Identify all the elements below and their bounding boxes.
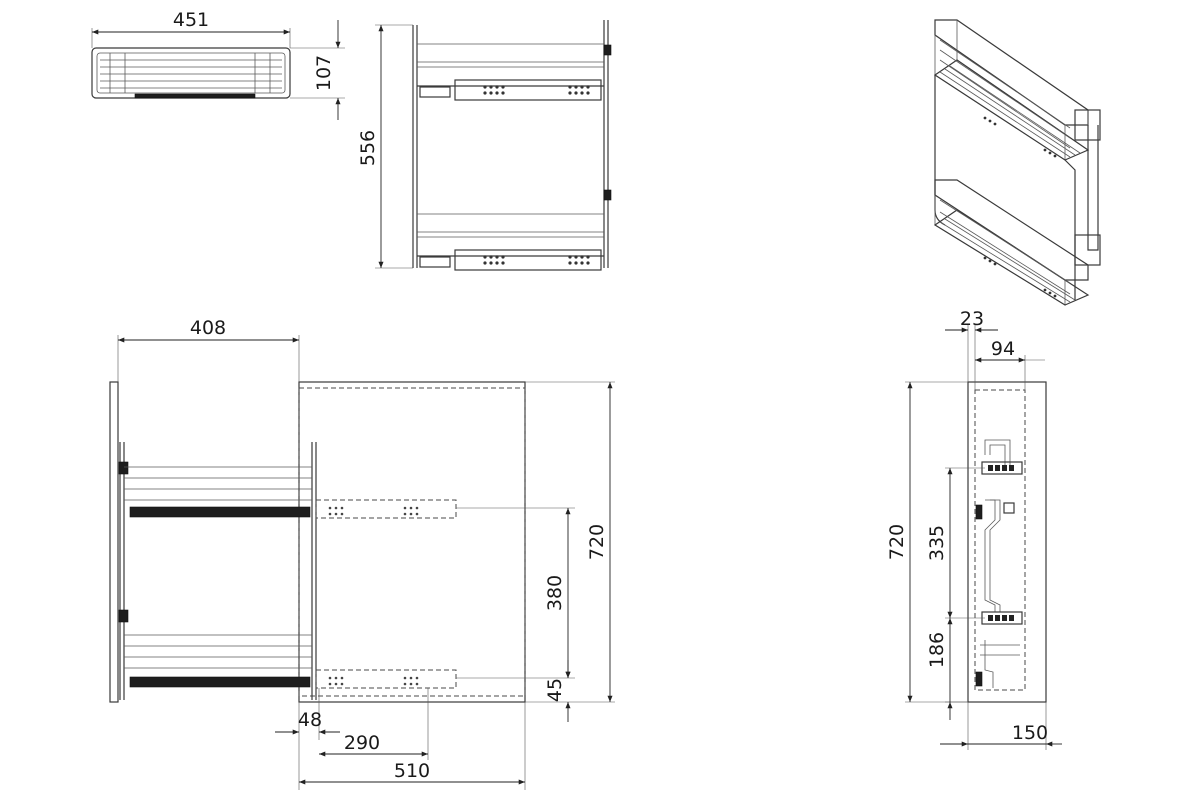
front-bottom-offset-label: 45 [544,678,566,702]
top-view: 451 107 [91,9,345,120]
front-depth-total-label: 510 [394,760,430,782]
front-view: 408 720 380 45 48 290 510 [109,317,615,790]
side-height-label: 556 [357,130,379,166]
front-height-label: 720 [586,524,608,560]
end-width-label: 150 [1012,722,1048,744]
end-offset-small-label: 23 [960,308,984,330]
side-view: 556 [357,20,612,271]
end-upper-gap-label: 335 [926,525,948,561]
top-height-label: 107 [313,55,335,91]
front-left-offset-label: 48 [298,709,322,731]
isometric-view [933,19,1101,306]
end-view: 23 94 720 335 186 150 [886,308,1062,750]
end-lower-gap-label: 186 [926,632,948,668]
front-width-label: 408 [190,317,226,339]
end-height-label: 720 [886,524,908,560]
end-offset-large-label: 94 [991,338,1015,360]
front-shelf-spacing-label: 380 [544,575,566,611]
top-width-label: 451 [173,9,209,31]
front-depth-inner-label: 290 [344,732,380,754]
